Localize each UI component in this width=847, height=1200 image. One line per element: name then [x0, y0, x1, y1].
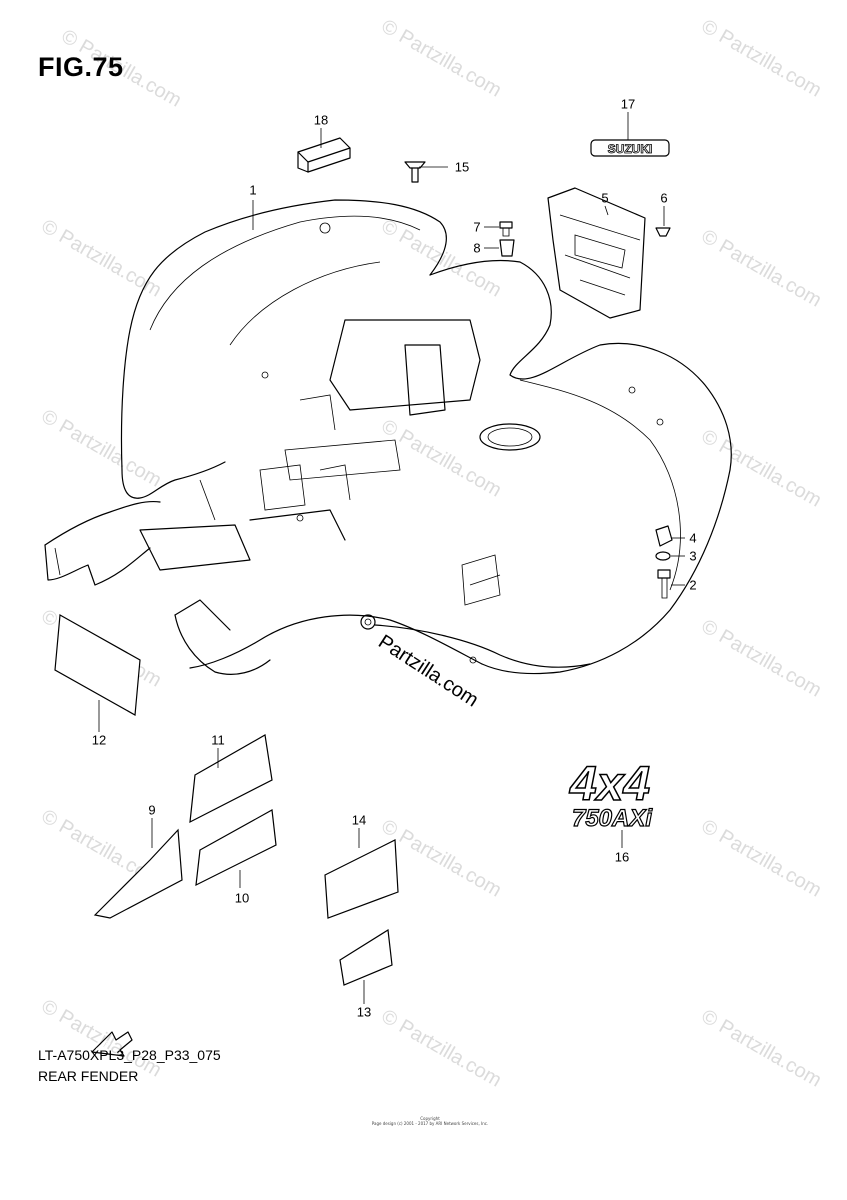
badge-750axi-text: 750AXi [572, 805, 653, 832]
watermark-text: © Partzilla.com [378, 415, 506, 501]
partzilla-watermark: Partzilla.com [374, 631, 482, 712]
bracket-part [547, 187, 646, 319]
watermark-text: © Partzilla.com [378, 1005, 506, 1091]
suzuki-emblem-text: SUZUKI [608, 142, 653, 156]
decals [54, 614, 399, 986]
callout-13[interactable]: 13 [356, 1004, 372, 1020]
rear-fender-body [44, 199, 732, 675]
suzuki-emblem: SUZUKI [590, 139, 670, 157]
watermark-text: © Partzilla.com [38, 405, 166, 491]
callout-15[interactable]: 15 [454, 159, 470, 175]
callout-4[interactable]: 4 [689, 530, 697, 546]
leader-lines [98, 112, 685, 1004]
watermark-layer: © Partzilla.com © Partzilla.com © Partzi… [38, 15, 826, 1091]
badge-4x4-750axi: 4x4 750AXi [568, 757, 654, 832]
copyright-notice: Copyright Page design (c) 2001 - 2017 by… [320, 1116, 540, 1126]
figure-name: REAR FENDER [38, 1068, 139, 1084]
callout-9[interactable]: 9 [148, 802, 156, 818]
callout-5[interactable]: 5 [601, 190, 609, 206]
watermark-text: © Partzilla.com [698, 815, 826, 901]
callout-10[interactable]: 10 [234, 890, 250, 906]
copyright-line: Page design (c) 2001 - 2017 by ARI Netwo… [371, 1121, 489, 1126]
figure-code: LT-A750XPL3_P28_P33_075 [38, 1047, 221, 1063]
callout-18[interactable]: 18 [313, 112, 329, 128]
hardware-parts [297, 137, 673, 599]
copyright-line: Copyright [420, 1116, 440, 1121]
watermark-text: © Partzilla.com [38, 215, 166, 301]
callout-17[interactable]: 17 [620, 96, 636, 112]
callout-12[interactable]: 12 [91, 732, 107, 748]
callout-2[interactable]: 2 [689, 577, 697, 593]
badge-4x4-text: 4x4 [569, 758, 650, 811]
callout-11[interactable]: 11 [211, 732, 225, 748]
callout-3[interactable]: 3 [689, 548, 697, 564]
watermark-text: © Partzilla.com [698, 15, 826, 101]
figure-title: FIG.75 [38, 52, 124, 82]
watermark-text: © Partzilla.com [698, 425, 826, 511]
watermark-text: © Partzilla.com [698, 225, 826, 311]
watermark-text: © Partzilla.com [698, 1005, 826, 1091]
callout-6[interactable]: 6 [660, 190, 668, 206]
callout-14[interactable]: 14 [351, 812, 367, 828]
callout-8[interactable]: 8 [473, 240, 481, 256]
callout-7[interactable]: 7 [473, 219, 481, 235]
watermark-text: © Partzilla.com [378, 15, 506, 101]
watermark-text: © Partzilla.com [698, 615, 826, 701]
callout-1[interactable]: 1 [249, 182, 257, 198]
callout-16[interactable]: 16 [614, 849, 630, 865]
